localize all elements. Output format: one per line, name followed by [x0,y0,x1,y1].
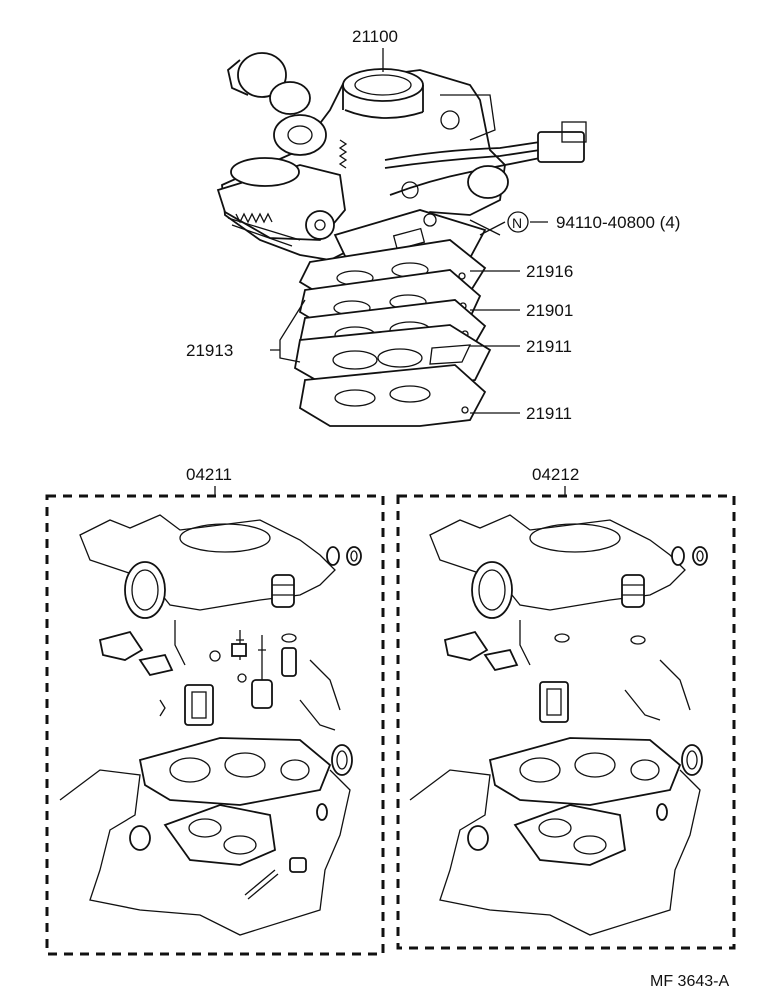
callout-lines [270,48,548,414]
label-21901: 21901 [526,301,573,320]
gasket-stack [294,219,501,427]
label-04212: 04212 [532,465,579,484]
label-94110-40800: 94110-40800 (4) [556,213,680,232]
kit-04212-parts [409,514,708,936]
label-21911-lower: 21911 [526,404,572,423]
kit-box-04212 [396,494,736,950]
label-21911-upper: 21911 [526,337,572,356]
label-21913: 21913 [186,341,233,360]
kit-box-04211 [45,494,385,956]
kit-04211-parts [59,514,362,936]
nut-symbol: N [512,215,522,231]
label-04211: 04211 [186,465,232,484]
label-21916: 21916 [526,262,573,281]
carburetor-assembly [216,52,587,269]
label-21100: 21100 [352,27,398,46]
figure-code: MF 3643-A [650,973,729,990]
